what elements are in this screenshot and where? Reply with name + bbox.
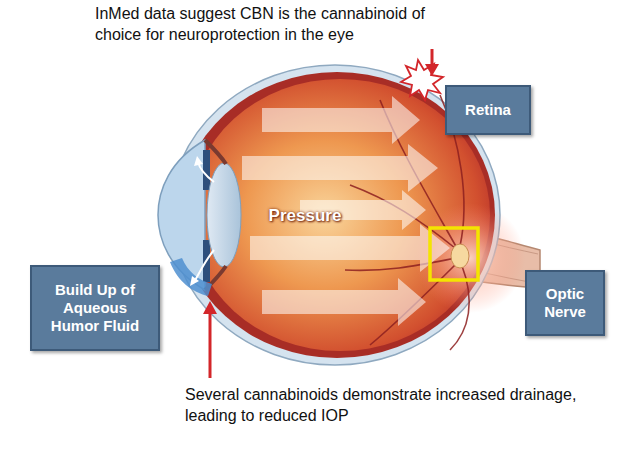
callout-box: Retina: [445, 85, 531, 135]
note-text: InMed data suggest CBN is the cannabinoi…: [95, 4, 470, 46]
box-label: Build Up of Aqueous Humor Fluid: [38, 281, 152, 335]
box-label: Optic Nerve: [533, 285, 597, 321]
callout-box: Build Up of Aqueous Humor Fluid: [30, 265, 160, 351]
note-text: Several cannabinoids demonstrate increas…: [185, 385, 597, 427]
callout-box: Optic Nerve: [525, 270, 605, 336]
box-label: Retina: [465, 101, 511, 119]
pressure-label: Pressure: [250, 205, 360, 227]
